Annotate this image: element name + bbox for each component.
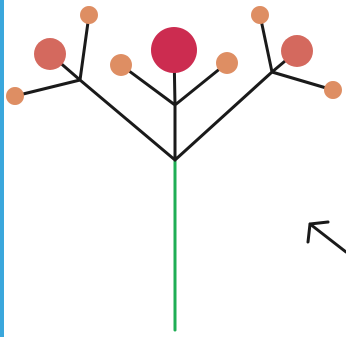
leaf-left-lower [6,87,24,105]
leaf-right-top [251,6,269,24]
branch-right-main [173,70,274,162]
twig-right-lower [270,70,335,92]
leaf-left-upper [34,38,66,70]
leaf-center-left [110,54,132,76]
twig-left-lower [13,78,82,98]
leaf-center-top [151,27,197,73]
leaf-left-top [80,6,98,24]
branch-left-main [78,78,177,162]
twig-left-top [78,13,91,82]
leaf-right-lower [324,81,342,99]
twig-right-top [258,13,274,74]
diagonal-arrow-icon [306,220,346,254]
twig-center-left [119,63,177,107]
leaf-right-upper [281,35,313,67]
left-edge-border [0,0,4,337]
twig-center-right [173,61,229,107]
leaf-center-right [216,52,238,74]
